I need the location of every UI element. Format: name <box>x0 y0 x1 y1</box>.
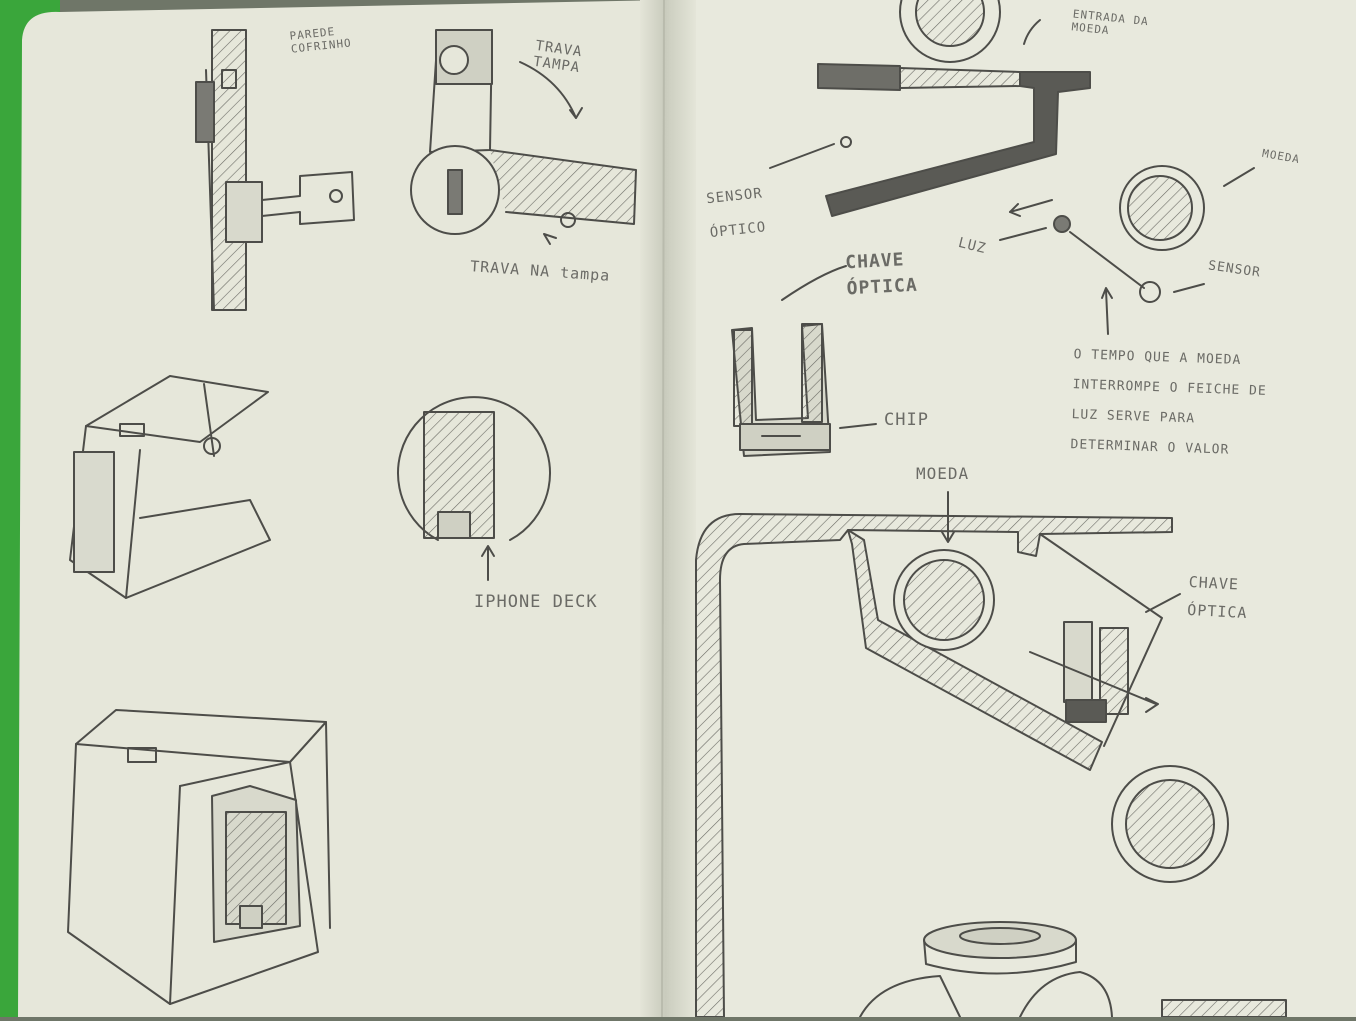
cube-box-sketch <box>67 709 331 1005</box>
label-chave-optica-1: CHAVE ÓPTICA <box>844 249 919 300</box>
optical-switch-sketch <box>731 265 877 457</box>
coin-top-sketch <box>899 0 1001 63</box>
lid-box-sketch <box>69 375 271 599</box>
label-chave-optica-2: CHAVE ÓPTICA <box>1186 572 1248 623</box>
label-descricao: O TEMPO QUE A MOEDA INTERROMPE O FEICHE … <box>1070 347 1267 458</box>
coin-slot-section-sketch <box>695 491 1181 1018</box>
left-page <box>18 0 668 1017</box>
label-sensor-optico: SENSOR ÓPTICO <box>705 185 768 242</box>
right-page <box>668 0 1356 1017</box>
coin-chute-sketch <box>769 19 1091 217</box>
trava-tampa-sketch <box>410 29 637 245</box>
wall-key-sketch <box>195 29 355 311</box>
iphone-deck-sketch <box>397 396 551 581</box>
page-gutter <box>640 0 696 1017</box>
label-chip: CHIP <box>884 410 929 430</box>
label-iphone-deck: IPHONE DECK <box>474 592 598 612</box>
coin-bottom-sketch <box>1111 765 1229 883</box>
bottom-parts-sketch <box>859 921 1287 1018</box>
light-beam-sketch <box>999 165 1255 335</box>
label-moeda-2: MOEDA <box>916 464 970 483</box>
